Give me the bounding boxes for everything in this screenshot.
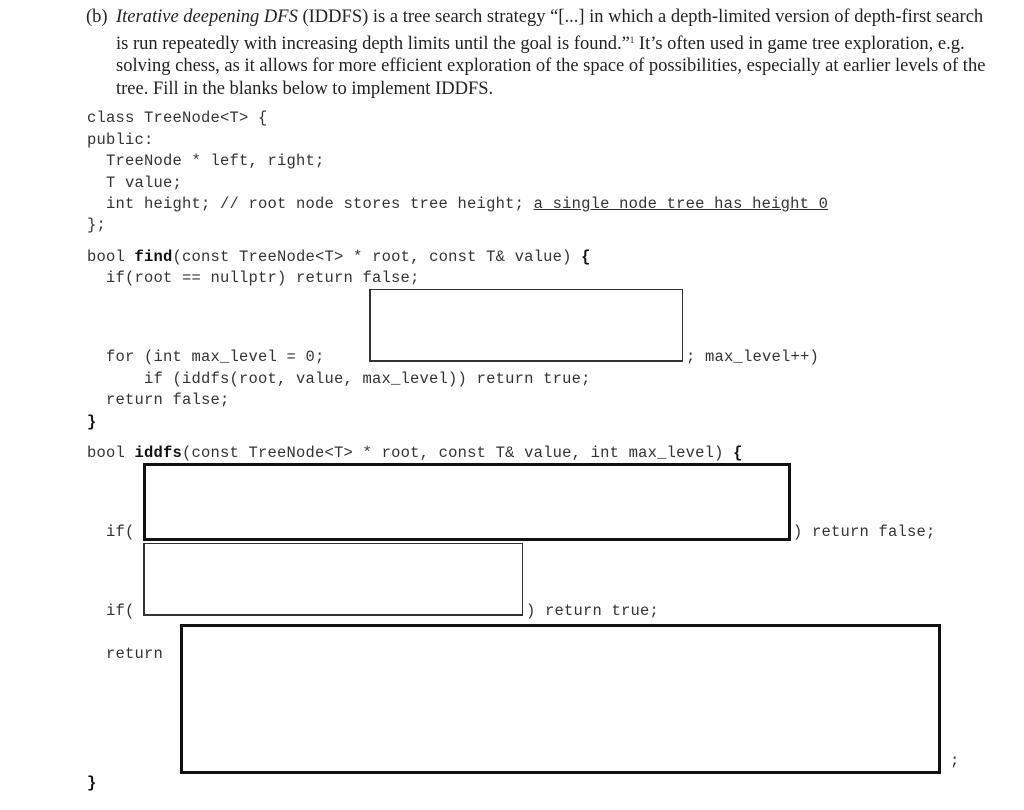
iddfs-return-prefix: return xyxy=(87,645,164,663)
find-close-brace: } xyxy=(87,413,97,431)
find-for-prefix: for (int max_level = 0; xyxy=(87,348,335,366)
problem-statement: (b) Iterative deepening DFS (IDDFS) is a… xyxy=(86,6,986,100)
class-line-6: }; xyxy=(87,216,107,234)
footnote-mark: 1 xyxy=(629,34,635,45)
height-note: a single node tree has height 0 xyxy=(533,195,829,213)
iddfs-function-name: iddfs xyxy=(134,444,183,462)
problem-label: (b) xyxy=(86,7,108,27)
find-line-1: if(root == nullptr) return false; xyxy=(87,269,420,287)
blank-true-condition[interactable] xyxy=(143,543,523,616)
find-line-return: return false; xyxy=(87,391,230,409)
class-line-3: TreeNode * left, right; xyxy=(87,152,325,170)
find-for-suffix: ; max_level++) xyxy=(686,348,820,366)
find-signature: bool find(const TreeNode<T> * root, cons… xyxy=(87,248,591,266)
class-line-4: T value; xyxy=(87,174,183,192)
iddfs-if1-prefix: if( xyxy=(87,523,135,541)
class-line-2: public: xyxy=(87,131,154,149)
blank-loop-condition[interactable] xyxy=(369,289,683,362)
find-function-name: find xyxy=(134,248,173,266)
blank-false-condition[interactable] xyxy=(143,463,791,541)
iddfs-if2-prefix: if( xyxy=(87,602,135,620)
class-line-1: class TreeNode<T> { xyxy=(87,109,268,127)
iddfs-close-brace: } xyxy=(87,774,97,792)
find-line-if: if (iddfs(root, value, max_level)) retur… xyxy=(87,370,591,388)
iddfs-if1-suffix: ) return false; xyxy=(793,523,936,541)
problem-title: Iterative deepening DFS xyxy=(116,7,298,27)
iddfs-return-suffix: ; xyxy=(950,752,960,770)
iddfs-if2-suffix: ) return true; xyxy=(526,602,660,620)
class-line-5: int height; // root node stores tree hei… xyxy=(87,195,829,213)
iddfs-signature: bool iddfs(const TreeNode<T> * root, con… xyxy=(87,444,743,462)
blank-return-expression[interactable] xyxy=(180,624,941,774)
problem-text: Iterative deepening DFS (IDDFS) is a tre… xyxy=(116,7,986,99)
